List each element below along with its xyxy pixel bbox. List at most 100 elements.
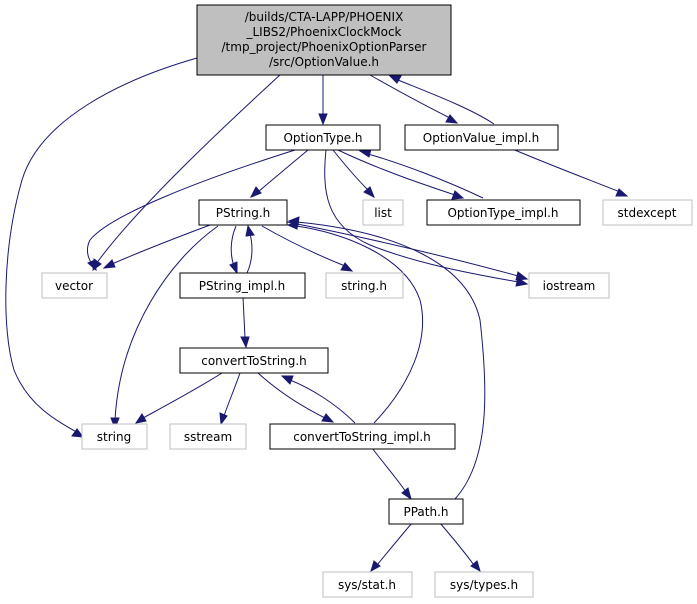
edge-optionvalue-impl-to-stdexcept: [509, 147, 621, 193]
arrowhead: [287, 216, 300, 226]
edge-optiontype-to-pstring: [257, 149, 309, 193]
edges: [5, 57, 629, 573]
arrowhead: [451, 190, 465, 200]
edge-optiontype-to-optiontype-impl: [337, 149, 456, 196]
edge-optiontype-to-vector: [86, 149, 296, 265]
node-root-line: _LIBS2/PhoenixClockMock: [246, 25, 402, 39]
node-sstream-box: [169, 423, 247, 450]
node-root-box: [196, 4, 452, 76]
node-string-box: [81, 423, 148, 450]
node-pstring-impl-label: PString_impl.h: [199, 279, 285, 293]
arrowhead: [280, 375, 294, 385]
node-optiontype-impl-label: OptionType_impl.h: [447, 206, 558, 220]
node-pstring-impl[interactable]: PString_impl.h: [179, 272, 306, 299]
node-pstring-label: PString.h: [216, 206, 270, 220]
node-string[interactable]: string: [81, 423, 148, 450]
node-iostream-box: [528, 272, 610, 299]
arrowhead: [321, 413, 335, 423]
node-root-line: /src/OptionValue.h: [269, 55, 379, 69]
node-pstring-box: [198, 199, 288, 226]
node-optionvalue-impl-box: [404, 124, 559, 151]
node-optiontype[interactable]: OptionType.h: [265, 124, 381, 151]
edge-converttostring-to-string: [142, 372, 223, 419]
edge-optiontype-to-iostream: [324, 149, 519, 283]
edge-root-to-vector: [95, 73, 282, 265]
arrowhead: [445, 114, 459, 124]
edge-pstring-to-vector: [111, 224, 211, 265]
arrowhead: [219, 412, 228, 426]
node-sstream-label: sstream: [184, 430, 232, 444]
edge-optionvalue-impl-to-root: [397, 79, 495, 125]
node-stdexcept[interactable]: stdexcept: [602, 199, 693, 226]
node-vector[interactable]: vector: [41, 272, 108, 299]
node-pstring[interactable]: PString.h: [198, 199, 288, 226]
arrowhead: [229, 261, 238, 275]
edge-ppath-to-pstring: [296, 221, 486, 500]
edge-pstring-to-iostream: [286, 221, 519, 277]
node-ppath-box: [388, 498, 464, 525]
arrowhead: [615, 188, 629, 197]
node-string-h[interactable]: string.h: [325, 272, 404, 299]
edge-pstring-to-pstring-impl: [230, 225, 237, 267]
node-optiontype-label: OptionType.h: [283, 131, 362, 145]
edge-converttostring-impl-to-ppath: [371, 447, 407, 493]
arrowhead: [401, 487, 412, 501]
node-iostream[interactable]: iostream: [528, 272, 610, 299]
arrowhead: [249, 186, 262, 198]
arrowhead: [245, 224, 255, 237]
node-converttostring[interactable]: convertToString.h: [179, 347, 329, 374]
arrowhead: [318, 113, 328, 126]
node-ppath[interactable]: PPath.h: [388, 498, 464, 525]
node-converttostring-impl[interactable]: convertToString_impl.h: [269, 423, 456, 450]
node-list-label: list: [374, 206, 392, 220]
node-optiontype-box: [265, 124, 381, 151]
edge-optiontype-impl-to-optiontype: [367, 153, 484, 199]
node-iostream-label: iostream: [543, 279, 596, 293]
edge-pstring-impl-to-pstring: [246, 233, 253, 274]
arrowhead: [470, 560, 481, 573]
node-sys-types-box: [434, 571, 534, 598]
arrowhead: [515, 271, 529, 281]
edge-pstring-impl-to-converttostring: [242, 296, 246, 339]
node-sys-stat-label: sys/stat.h: [338, 578, 396, 592]
node-list[interactable]: list: [362, 199, 404, 226]
arrowhead: [340, 262, 354, 272]
arrowhead: [87, 259, 97, 272]
arrowhead: [102, 259, 116, 269]
node-sys-types-label: sys/types.h: [450, 578, 518, 592]
node-pstring-impl-box: [179, 272, 306, 299]
edge-converttostring-to-converttostring-impl: [257, 372, 326, 419]
node-sys-stat[interactable]: sys/stat.h: [322, 571, 413, 598]
node-converttostring-box: [179, 347, 329, 374]
node-sstream[interactable]: sstream: [169, 423, 247, 450]
edge-optiontype-to-list: [332, 149, 369, 191]
node-vector-label: vector: [55, 279, 93, 293]
node-stdexcept-label: stdexcept: [618, 206, 677, 220]
node-optiontype-impl[interactable]: OptionType_impl.h: [426, 199, 581, 226]
edge-ppath-to-sys-types: [439, 522, 475, 566]
arrowhead: [363, 186, 375, 199]
edge-pstring-to-string: [114, 225, 219, 421]
edge-root-to-optionvalue-impl: [369, 74, 451, 119]
node-list-box: [362, 199, 404, 226]
node-string-label: string: [97, 430, 131, 444]
arrowhead: [71, 428, 85, 438]
node-vector-box: [41, 272, 108, 299]
node-string-h-label: string.h: [341, 279, 387, 293]
node-stdexcept-box: [602, 199, 693, 226]
node-optionvalue-impl-label: OptionValue_impl.h: [423, 131, 539, 145]
edge-ppath-to-sys-stat: [376, 522, 413, 566]
node-root-line: /tmp_project/PhoenixOptionParser: [222, 40, 427, 54]
node-ppath-label: PPath.h: [403, 505, 448, 519]
node-converttostring-impl-label: convertToString_impl.h: [293, 430, 431, 444]
node-sys-types[interactable]: sys/types.h: [434, 571, 534, 598]
node-optionvalue-impl[interactable]: OptionValue_impl.h: [404, 124, 559, 151]
node-root-optionvalue[interactable]: /builds/CTA-LAPP/PHOENIX _LIBS2/PhoenixC…: [196, 4, 452, 76]
edge-root-to-string: [5, 57, 198, 435]
arrowhead: [370, 560, 381, 573]
arrowhead: [110, 417, 120, 430]
edge-converttostring-impl-to-pstring: [295, 225, 424, 424]
node-string-h-box: [325, 272, 404, 299]
node-optiontype-impl-box: [426, 199, 581, 226]
